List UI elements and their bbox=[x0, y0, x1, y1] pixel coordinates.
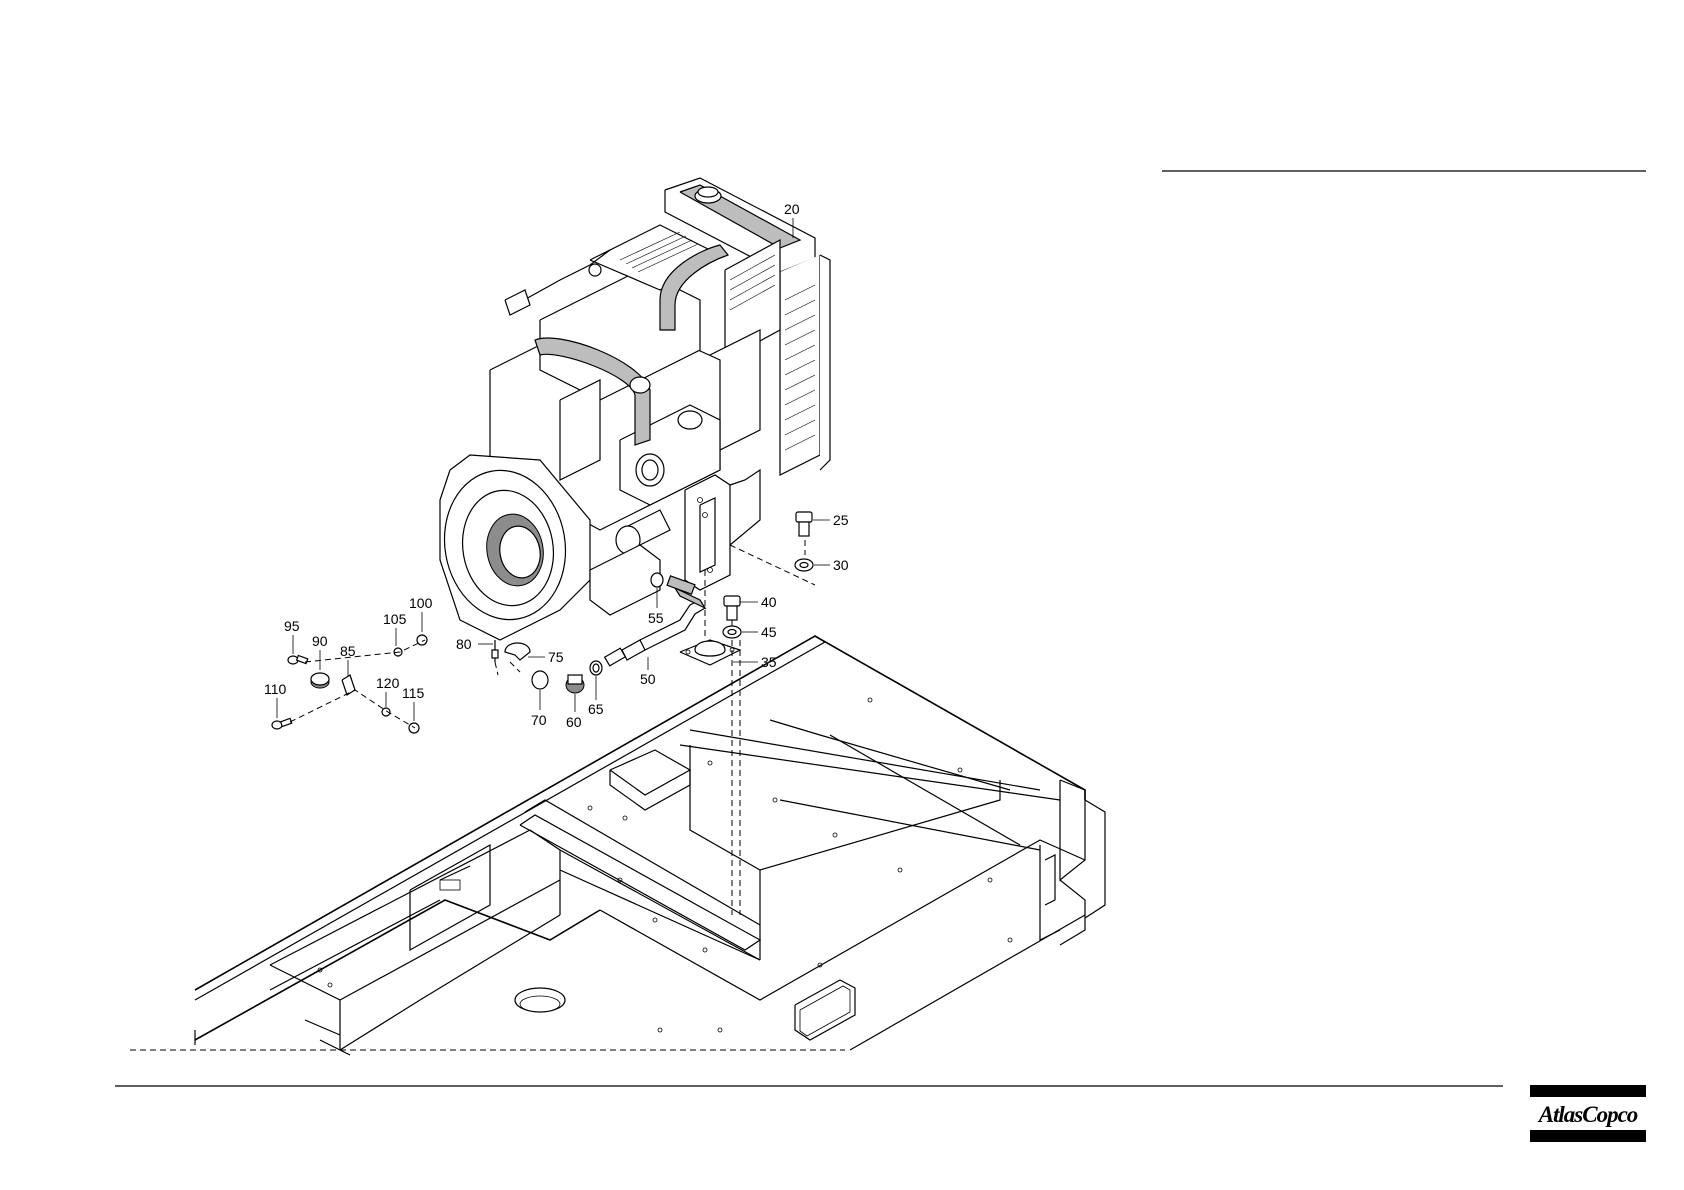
callout-95: 95 bbox=[284, 618, 300, 634]
callout-30: 30 bbox=[833, 557, 849, 573]
atlas-copco-logo: AtlasCopco bbox=[1530, 1085, 1646, 1142]
callout-50: 50 bbox=[640, 671, 656, 687]
callout-75: 75 bbox=[548, 649, 564, 665]
clamp-90 bbox=[311, 673, 329, 688]
plug-60 bbox=[566, 675, 584, 693]
bolt-40 bbox=[724, 596, 740, 620]
callout-100: 100 bbox=[409, 595, 433, 611]
rubber-mount-35 bbox=[680, 640, 740, 665]
callout-110: 110 bbox=[264, 681, 287, 697]
logo-bottom-bar bbox=[1530, 1130, 1646, 1142]
cable-tie-80 bbox=[492, 640, 498, 675]
bolt-110 bbox=[272, 718, 292, 729]
logo-wordmark: AtlasCopco bbox=[1537, 1102, 1638, 1127]
callout-120: 120 bbox=[376, 675, 400, 691]
callout-70: 70 bbox=[531, 712, 547, 728]
nut-115 bbox=[409, 723, 419, 733]
washer-45 bbox=[723, 626, 741, 638]
bolt-95 bbox=[288, 655, 308, 664]
callout-55: 55 bbox=[648, 610, 664, 626]
bolt-25 bbox=[796, 512, 812, 536]
callout-60: 60 bbox=[566, 714, 582, 730]
engine-assembly bbox=[433, 178, 830, 640]
callout-65: 65 bbox=[588, 701, 604, 717]
callout-25: 25 bbox=[833, 512, 849, 528]
callout-115: 115 bbox=[402, 685, 425, 701]
callout-105: 105 bbox=[383, 611, 407, 627]
clip-75 bbox=[505, 643, 530, 672]
engine-mount-bracket bbox=[685, 470, 760, 590]
callout-35: 35 bbox=[761, 654, 777, 670]
logo-top-bar bbox=[1530, 1085, 1646, 1097]
seal-65 bbox=[590, 661, 602, 675]
callout-85: 85 bbox=[340, 643, 356, 659]
callout-45: 45 bbox=[761, 624, 777, 640]
callout-80: 80 bbox=[456, 636, 472, 652]
callout-40: 40 bbox=[761, 594, 777, 610]
clamp-70 bbox=[532, 671, 548, 689]
washer-30 bbox=[795, 559, 813, 571]
callout-20: 20 bbox=[784, 201, 800, 217]
callout-90: 90 bbox=[312, 633, 328, 649]
chassis-frame bbox=[130, 636, 1105, 1055]
